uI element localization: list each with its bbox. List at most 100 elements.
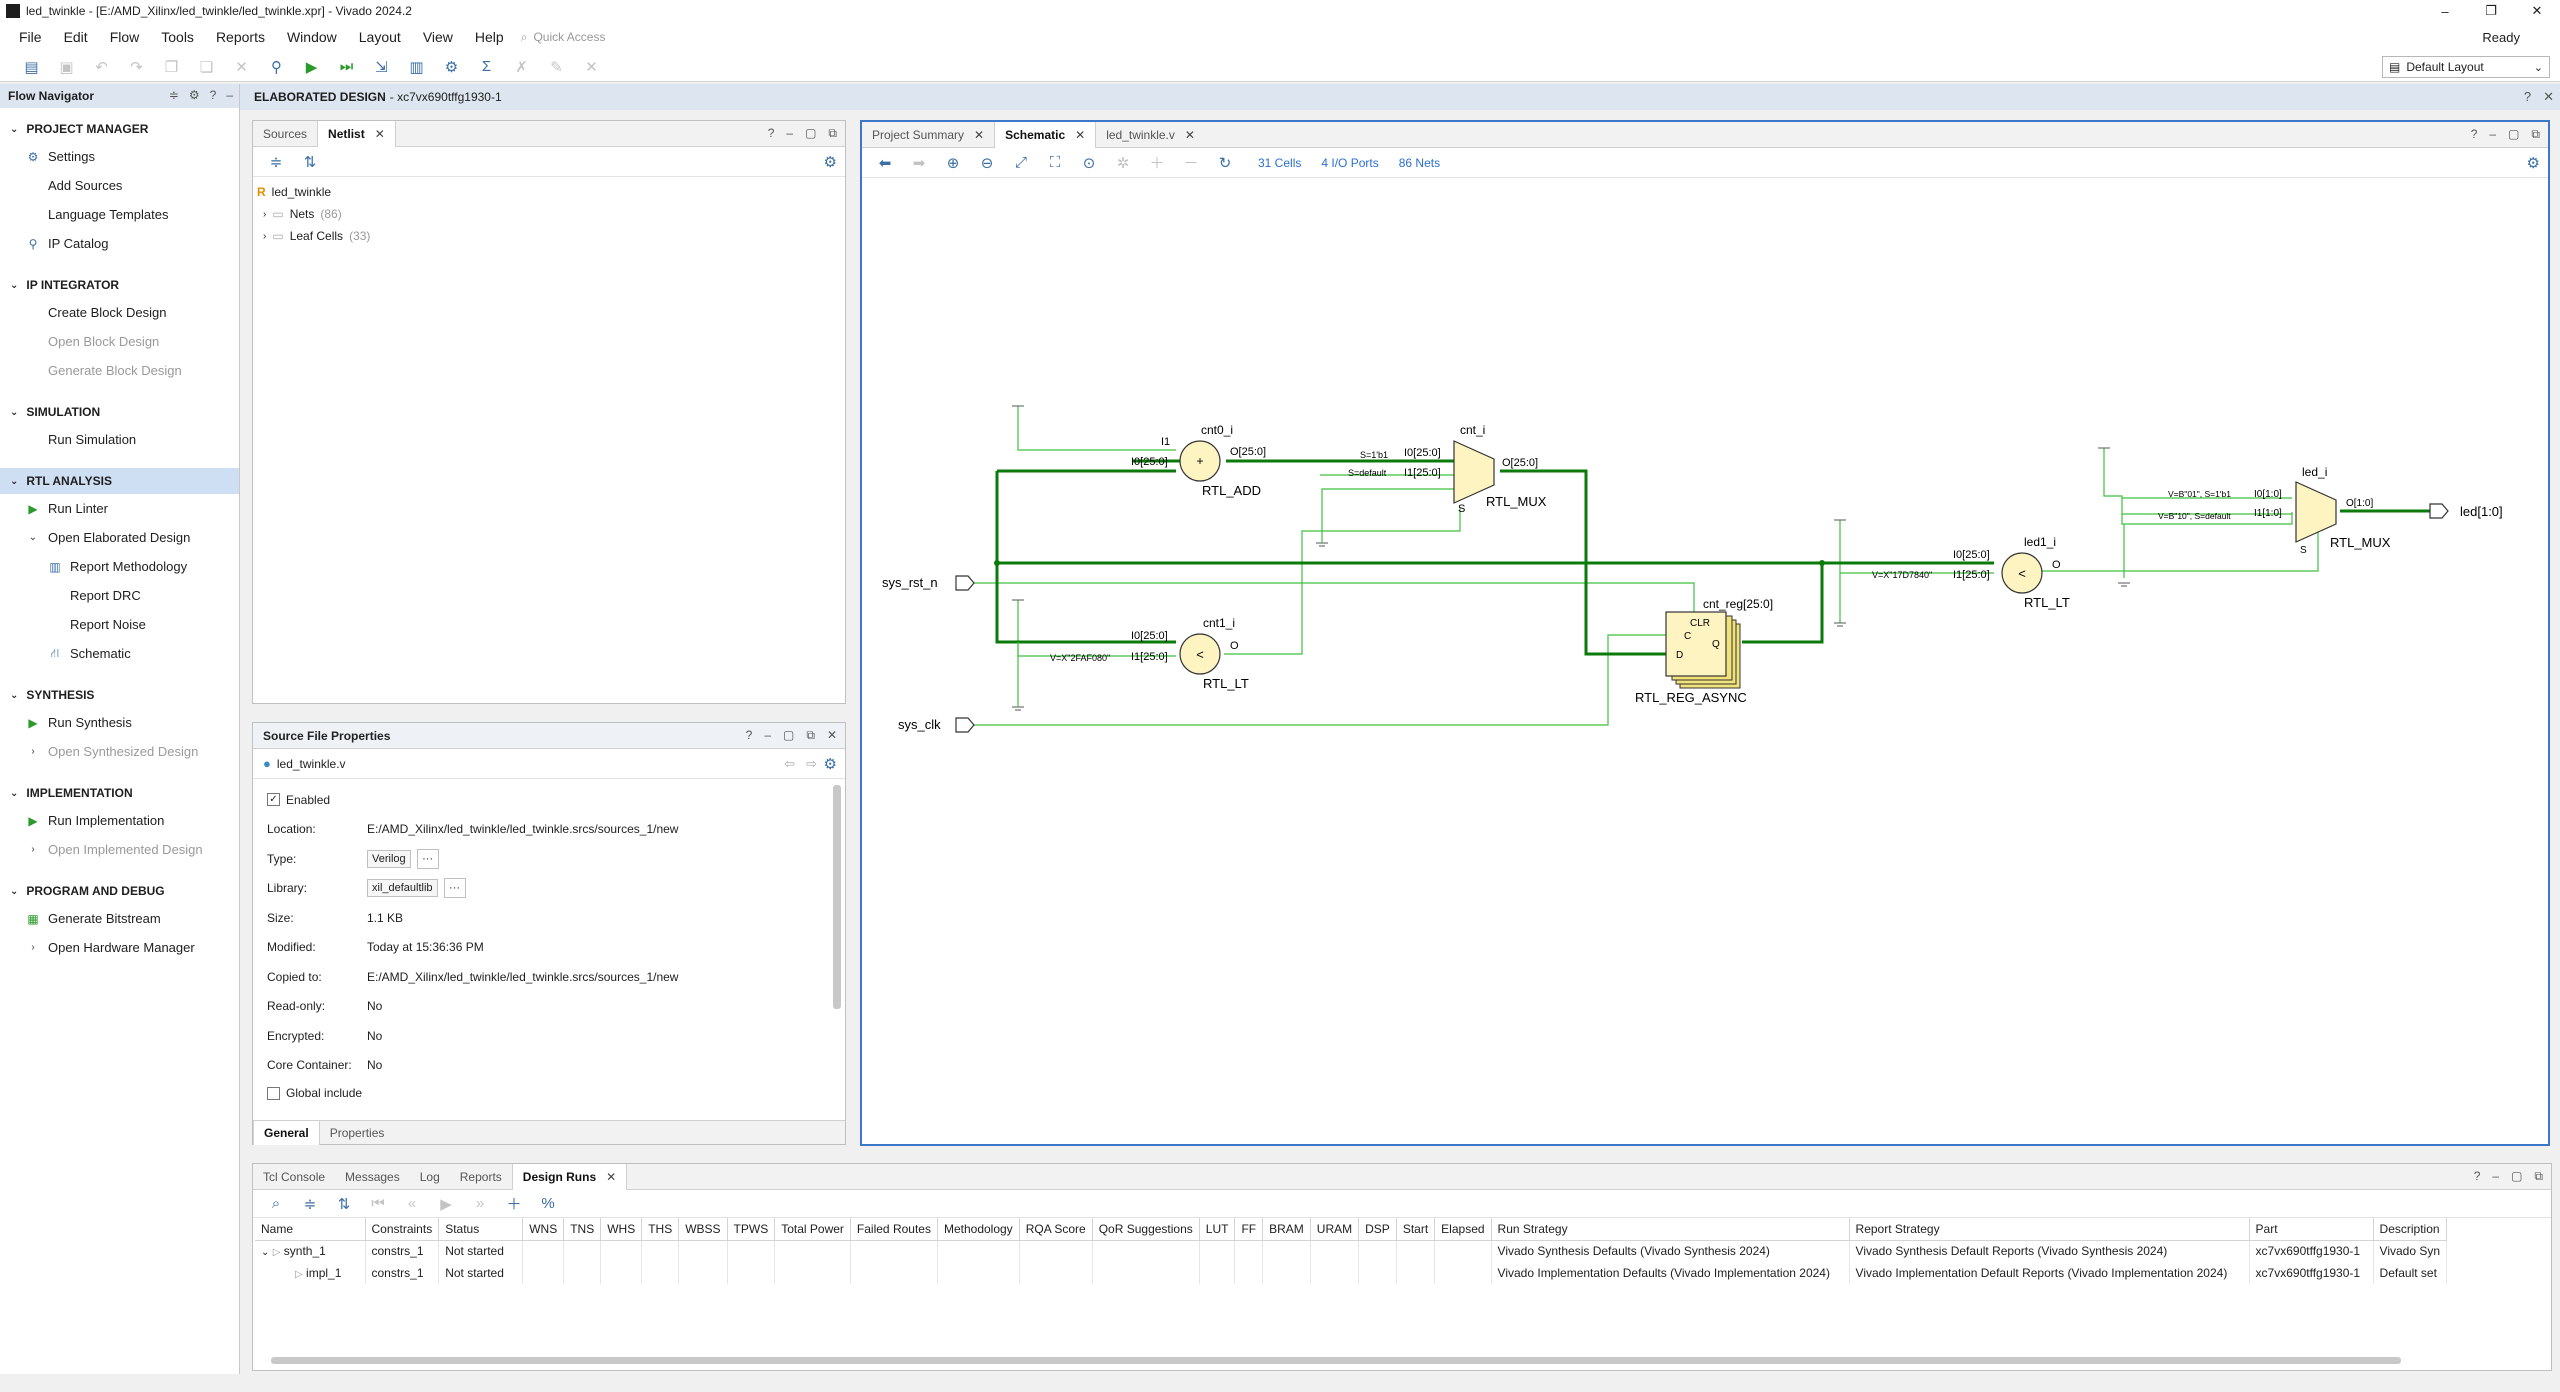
- find-icon[interactable]: ⚲: [271, 58, 282, 76]
- minimize-panel-icon[interactable]: –: [764, 728, 772, 742]
- cells-link[interactable]: 31 Cells: [1258, 155, 1302, 170]
- close-icon[interactable]: ✕: [1184, 127, 1195, 142]
- ports-link[interactable]: 4 I/O Ports: [1321, 155, 1379, 170]
- tree-row-leaf-cells[interactable]: › ▭ Leaf Cells (33): [263, 229, 371, 243]
- zoom-fit-icon[interactable]: ⤢: [1014, 154, 1027, 171]
- float-panel-icon[interactable]: ⧉: [828, 126, 837, 140]
- layout-select[interactable]: ▤ Default Layout ⌄: [2382, 56, 2550, 78]
- close-icon[interactable]: ✕: [606, 1169, 617, 1184]
- nav-item-settings[interactable]: ⚙Settings: [27, 149, 95, 164]
- tab-tcl-console[interactable]: Tcl Console: [263, 1169, 326, 1184]
- delete-icon[interactable]: ✕: [235, 58, 248, 76]
- help-icon[interactable]: ?: [209, 88, 217, 102]
- float-panel-icon[interactable]: ⧉: [2534, 1169, 2543, 1183]
- tree-row-root[interactable]: R led_twinkle: [257, 185, 332, 199]
- add-icon[interactable]: ＋: [1149, 155, 1165, 172]
- zoom-out-icon[interactable]: ⊖: [980, 154, 994, 172]
- menu-view[interactable]: View: [422, 29, 453, 45]
- gear-icon[interactable]: ⚙: [823, 755, 837, 773]
- minimize-panel-icon[interactable]: –: [2489, 127, 2497, 141]
- nav-item-generate-block-design[interactable]: Generate Block Design: [48, 363, 182, 378]
- settings-icon[interactable]: ⚙: [444, 58, 459, 76]
- next-icon[interactable]: »: [475, 1195, 485, 1212]
- undo-icon[interactable]: ↶: [95, 58, 108, 76]
- enabled-checkbox[interactable]: ✓ Enabled: [253, 785, 845, 815]
- settings-icon[interactable]: ⚙: [188, 88, 200, 102]
- horizontal-scrollbar[interactable]: [271, 1357, 2401, 1364]
- redo-icon[interactable]: ↷: [130, 58, 143, 76]
- select-icon[interactable]: ⊙: [1082, 154, 1096, 172]
- minimize-button[interactable]: –: [2441, 3, 2449, 19]
- refresh-icon[interactable]: ↻: [1218, 154, 1232, 172]
- nav-item-generate-bitstream[interactable]: ▦Generate Bitstream: [27, 911, 161, 926]
- help-icon[interactable]: ?: [2473, 1169, 2481, 1183]
- nav-item-run-linter[interactable]: ▶Run Linter: [0, 494, 239, 523]
- tab-properties[interactable]: Properties: [329, 1125, 385, 1140]
- close-window-button[interactable]: ✕: [2531, 3, 2543, 18]
- nav-item-run-simulation[interactable]: Run Simulation: [48, 432, 137, 447]
- tab-general[interactable]: General: [253, 1120, 320, 1145]
- sigma-icon[interactable]: Σ: [481, 58, 492, 75]
- nav-section-rtl-analysis[interactable]: ⌄RTL ANALYSIS: [0, 468, 239, 494]
- nav-item-open-elaborated-design[interactable]: ⌄Open Elaborated Design: [0, 523, 239, 552]
- zoom-in-icon[interactable]: ⊕: [946, 154, 960, 172]
- forward-arrow-icon[interactable]: ⇨: [806, 755, 817, 771]
- help-icon[interactable]: ?: [2523, 89, 2532, 104]
- table-row[interactable]: ⌄ ▷ synth_1 constrs_1 Not started Vivado…: [255, 1240, 2448, 1262]
- tab-netlist[interactable]: Netlist✕: [317, 120, 396, 147]
- save-icon[interactable]: ▣: [59, 58, 74, 76]
- led-mux[interactable]: [2295, 481, 2337, 543]
- nav-item-open-hardware-manager[interactable]: ›Open Hardware Manager: [0, 933, 239, 962]
- tab-schematic[interactable]: Schematic✕: [994, 121, 1097, 148]
- search-icon[interactable]: ⌕: [271, 1195, 281, 1212]
- gear-icon[interactable]: ⚙: [823, 153, 837, 171]
- tab-project-summary[interactable]: Project Summary✕: [872, 127, 985, 142]
- nav-item-report-methodology[interactable]: ▥Report Methodology: [49, 559, 188, 574]
- report-icon[interactable]: ▥: [409, 58, 424, 76]
- program-icon[interactable]: ⇲: [375, 58, 388, 76]
- nav-section-ip-integrator[interactable]: ⌄IP INTEGRATOR: [10, 278, 120, 292]
- nav-item-open-synthesized-design[interactable]: ›Open Synthesized Design: [0, 737, 239, 766]
- zoom-area-icon[interactable]: ⛶: [1049, 154, 1061, 171]
- cnt-mux[interactable]: [1453, 440, 1495, 504]
- schematic-canvas[interactable]: sys_rst_n sys_clk led[1:0] + cnt0_i RTL_…: [862, 178, 2548, 1144]
- back-arrow-icon[interactable]: ⇦: [784, 755, 795, 771]
- nav-item-open-implemented-design[interactable]: ›Open Implemented Design: [0, 835, 239, 864]
- nav-item-report-drc[interactable]: Report DRC: [70, 588, 141, 603]
- cross-probe-icon[interactable]: ✗: [515, 58, 528, 76]
- led1-comparator[interactable]: [2001, 552, 2043, 594]
- table-row[interactable]: ▷ impl_1 constrs_1 Not started Vivado Im…: [255, 1262, 2448, 1284]
- restore-panel-icon[interactable]: ▢: [2511, 1169, 2523, 1183]
- restore-panel-icon[interactable]: ▢: [2508, 127, 2520, 141]
- help-icon[interactable]: ?: [767, 126, 775, 140]
- percent-icon[interactable]: %: [541, 1195, 555, 1212]
- nav-item-language-templates[interactable]: Language Templates: [48, 207, 169, 222]
- previous-icon[interactable]: «: [407, 1195, 417, 1212]
- tab-messages[interactable]: Messages: [345, 1169, 400, 1184]
- library-field[interactable]: xil_defaultlib: [367, 879, 438, 898]
- copy-icon[interactable]: ❐: [164, 58, 179, 76]
- nav-item-run-synthesis[interactable]: ▶Run Synthesis: [0, 708, 239, 737]
- nav-item-ip-catalog[interactable]: ⚲IP Catalog: [0, 229, 239, 258]
- minimize-panel-icon[interactable]: –: [2492, 1169, 2500, 1183]
- first-icon[interactable]: ⏮: [371, 1195, 385, 1212]
- gear-icon[interactable]: ⚙: [2526, 154, 2540, 172]
- collapse-all-icon[interactable]: ≑: [269, 153, 283, 171]
- nav-section-program-and-debug[interactable]: ⌄PROGRAM AND DEBUG: [10, 884, 165, 898]
- cancel-icon[interactable]: ✕: [585, 58, 598, 76]
- menu-window[interactable]: Window: [286, 29, 337, 45]
- run-icon[interactable]: ▶: [305, 58, 318, 76]
- type-field[interactable]: Verilog: [367, 849, 411, 868]
- paste-icon[interactable]: ❏: [199, 58, 214, 76]
- menu-flow[interactable]: Flow: [109, 29, 140, 45]
- tab-design-runs[interactable]: Design Runs✕: [511, 1163, 628, 1190]
- remove-icon[interactable]: －: [1183, 155, 1199, 172]
- nav-item-add-sources[interactable]: Add Sources: [48, 178, 123, 193]
- restore-panel-icon[interactable]: ▢: [805, 126, 817, 140]
- more-icon[interactable]: ···: [416, 848, 439, 869]
- menu-reports[interactable]: Reports: [215, 29, 265, 45]
- tab-reports[interactable]: Reports: [459, 1169, 502, 1184]
- play-icon[interactable]: ▶: [440, 1195, 452, 1213]
- close-icon[interactable]: ✕: [826, 728, 837, 742]
- edit-icon[interactable]: ✎: [550, 58, 563, 76]
